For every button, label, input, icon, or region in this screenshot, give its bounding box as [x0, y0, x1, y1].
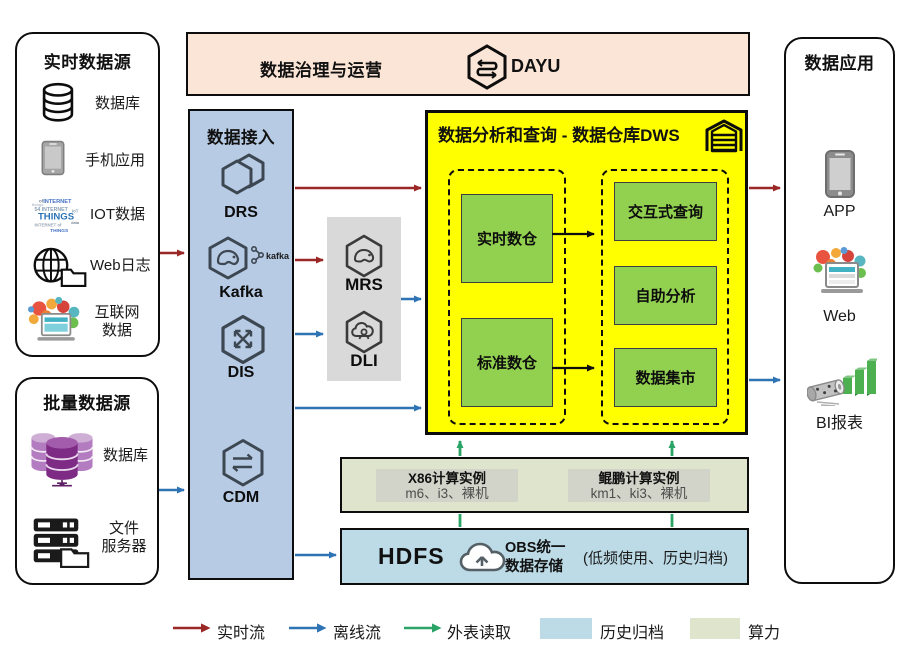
legend: 实时流 离线流 外表读取 历史归档 算力: [0, 608, 914, 648]
realtime-item-label: IOT数据: [90, 206, 145, 223]
drs-label: DRS: [224, 204, 258, 221]
warehouse-icon: [705, 119, 743, 153]
svg-text:things: things: [32, 202, 45, 207]
legend-external-label: 外表读取: [447, 625, 512, 642]
cdm-icon: [222, 439, 264, 487]
dws-box: 数据分析和查询 - 数据仓库DWS 实时数仓 标准数仓 交互式查询 自助分析 数…: [425, 110, 748, 435]
cdm-label: CDM: [222, 489, 260, 506]
iot-icon: of INTERNET 54 INTERNET THINGS INTERNET …: [32, 198, 80, 234]
batch-sources-title: 批量数据源: [43, 394, 131, 413]
dis-icon: [221, 314, 265, 364]
phone-icon: [41, 140, 65, 176]
legend-archive-swatch: [540, 618, 592, 639]
database-stack-icon: [30, 433, 94, 487]
obs-cloud-icon: [459, 542, 506, 572]
dws-self-analysis: 自助分析: [614, 266, 717, 325]
compute-x86-title: X86计算实例: [407, 471, 487, 486]
legend-offline-label: 离线流: [333, 625, 382, 642]
legend-archive-label: 历史归档: [600, 625, 665, 642]
file-server-icon: [33, 518, 90, 569]
app-item-label: BI报表: [815, 415, 864, 432]
app-item-label: APP: [823, 203, 856, 220]
kafka-icon: kafka: [208, 236, 290, 280]
svg-text:data: data: [71, 220, 80, 225]
compute-group-kunpeng: 鲲鹏计算实例 km1、ki3、裸机: [568, 469, 710, 502]
svg-text:IoT: IoT: [72, 209, 79, 214]
data-access-title: 数据接入: [207, 129, 275, 147]
svg-text:54 INTERNET: 54 INTERNET: [34, 207, 68, 213]
dayu-icon: [467, 44, 507, 90]
hdfs-box: HDFS OBS统一 数据存储 (低频使用、历史归档): [340, 528, 749, 585]
dws-data-mart: 数据集市: [614, 348, 717, 407]
realtime-item-label: 数据库: [95, 95, 141, 112]
svg-text:kafka: kafka: [266, 251, 290, 261]
svg-text:INTERNET of: INTERNET of: [34, 223, 62, 228]
dis-label: DIS: [227, 364, 255, 381]
svg-text:THINGS: THINGS: [38, 212, 75, 223]
realtime-sources-title: 实时数据源: [43, 53, 132, 72]
app-item-label: Web: [823, 308, 856, 325]
governance-banner: 数据治理与运营 DAYU: [186, 32, 750, 96]
compute-x86-subtitle: m6、i3、裸机: [405, 486, 489, 501]
dws-query-group: [601, 169, 729, 425]
processing-box: MRS DLI: [327, 217, 401, 381]
app-phone-icon: [825, 150, 855, 198]
mrs-icon: [345, 234, 383, 278]
governance-title: 数据治理与运营: [260, 61, 383, 80]
compute-kunpeng-subtitle: km1、ki3、裸机: [590, 486, 688, 501]
dws-title: 数据分析和查询 - 数据仓库DWS: [438, 126, 680, 145]
dws-interactive-query: 交互式查询: [614, 182, 717, 241]
kafka-label: Kafka: [219, 284, 263, 301]
hdfs-label: HDFS: [378, 543, 445, 569]
dws-warehouse-group: [448, 169, 566, 425]
legend-realtime-label: 实时流: [217, 625, 266, 642]
data-access-column: 数据接入 DRS kafka Kafka: [188, 109, 294, 580]
web-icon: [813, 247, 866, 293]
svg-text:of: of: [39, 198, 44, 204]
dli-icon: [345, 310, 383, 354]
legend-compute-swatch: [690, 618, 740, 639]
realtime-item-label: 互联网 数据: [94, 304, 140, 339]
batch-item-label: 数据库: [103, 447, 149, 464]
database-icon: [42, 82, 74, 122]
drs-icon: [221, 153, 265, 195]
compute-group-x86: X86计算实例 m6、i3、裸机: [376, 469, 518, 502]
internet-icon: [27, 296, 80, 341]
obs-note: (低频使用、历史归档): [583, 550, 728, 567]
svg-text:THINGS: THINGS: [50, 228, 68, 234]
legend-offline-arrow: [289, 623, 327, 633]
obs-label: OBS统一 数据存储: [505, 540, 566, 575]
dli-label: DLI: [350, 351, 378, 370]
svg-text:INTERNET: INTERNET: [43, 199, 72, 205]
legend-external-arrow: [404, 623, 442, 633]
dws-realtime-warehouse: 实时数仓: [461, 194, 553, 283]
compute-box: X86计算实例 m6、i3、裸机 鲲鹏计算实例 km1、ki3、裸机: [340, 457, 749, 513]
legend-realtime-arrow: [173, 623, 211, 633]
apps-title: 数据应用: [804, 54, 875, 73]
realtime-sources-box: 实时数据源 数据库 手机应用 of INTERNET 54 INTERNET T…: [15, 32, 160, 357]
dws-standard-warehouse: 标准数仓: [461, 318, 553, 407]
apps-box: 数据应用 APP Web: [784, 37, 895, 584]
bi-report-icon: [807, 358, 877, 406]
weblog-icon: [33, 247, 87, 288]
compute-kunpeng-title: 鲲鹏计算实例: [598, 471, 680, 486]
legend-compute-label: 算力: [748, 625, 781, 642]
mrs-label: MRS: [345, 275, 383, 294]
realtime-item-label: Web日志: [90, 257, 151, 274]
batch-sources-box: 批量数据源 数据库: [15, 377, 159, 585]
realtime-item-label: 手机应用: [85, 152, 146, 169]
batch-item-label: 文件 服务器: [101, 520, 147, 555]
dayu-label: DAYU: [511, 56, 561, 76]
